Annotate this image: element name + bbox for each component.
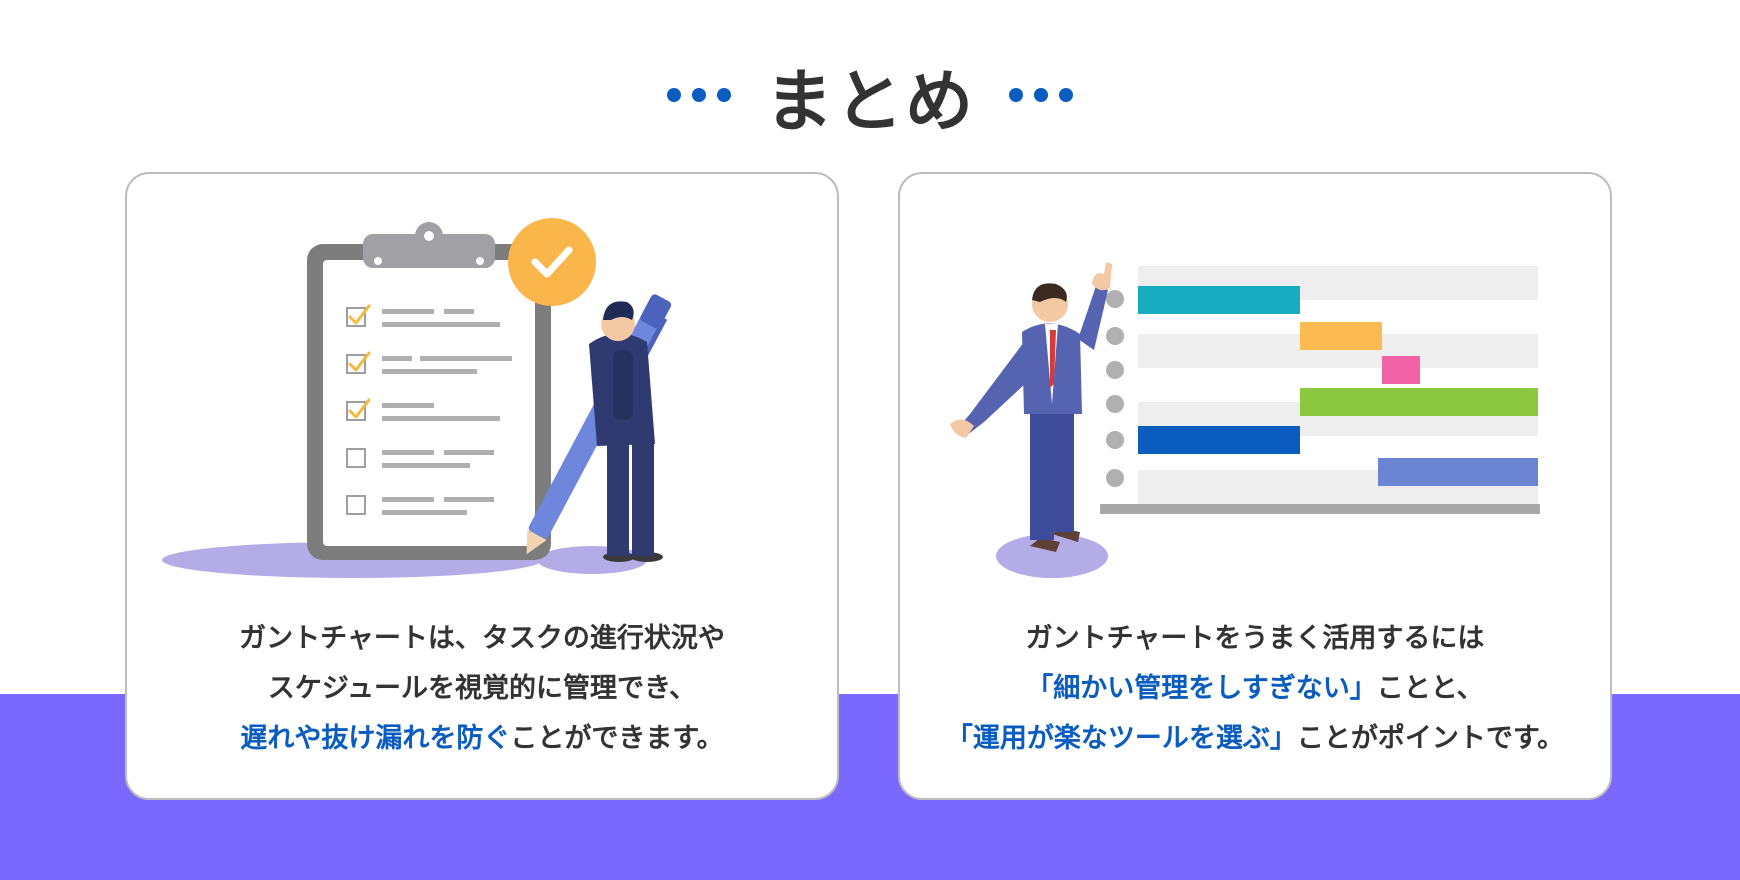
gantt-chart-presenter-icon [950,262,1540,578]
text-segment: ことと、 [1376,673,1484,704]
text-segment: ことがポイントです。 [1296,723,1565,754]
card-text-line: 「運用が楽なツールを選ぶ」ことがポイントです。 [900,714,1610,764]
dots-left-icon [666,88,731,102]
card-text-line: ガントチャートをうまく活用するには [900,614,1610,664]
section-heading: まとめ [0,50,1740,142]
card-text-line: 「細かい管理をしすぎない」ことと、 [900,664,1610,714]
page-title: まとめ [764,62,975,142]
card-description: ガントチャートをうまく活用するには 「細かい管理をしすぎない」ことと、 「運用が… [900,614,1610,764]
summary-card-gantt-benefits: ガントチャートは、タスクの進行状況や スケジュールを視覚的に管理でき、 遅れや抜… [125,172,839,800]
text-segment: ことができます。 [510,723,724,754]
dots-right-icon [1009,88,1073,102]
card-text-line: 遅れや抜け漏れを防ぐことができます。 [127,714,837,764]
clipboard-checklist-icon [162,218,672,578]
summary-card-gantt-tips: ガントチャートをうまく活用するには 「細かい管理をしすぎない」ことと、 「運用が… [898,172,1612,800]
card-text-line: ガントチャートは、タスクの進行状況や [127,614,837,664]
text-segment: ガントチャートをうまく活用するには [1025,623,1485,654]
text-segment: ガントチャートは、タスクの進行状況や [239,623,725,654]
card-description: ガントチャートは、タスクの進行状況や スケジュールを視覚的に管理でき、 遅れや抜… [127,614,837,764]
highlight-text: 「運用が楽なツールを選ぶ」 [945,723,1297,754]
card-text-line: スケジュールを視覚的に管理でき、 [127,664,837,714]
highlight-text: 遅れや抜け漏れを防ぐ [240,723,511,754]
text-segment: スケジュールを視覚的に管理でき、 [267,673,697,704]
highlight-text: 「細かい管理をしすぎない」 [1026,673,1377,704]
